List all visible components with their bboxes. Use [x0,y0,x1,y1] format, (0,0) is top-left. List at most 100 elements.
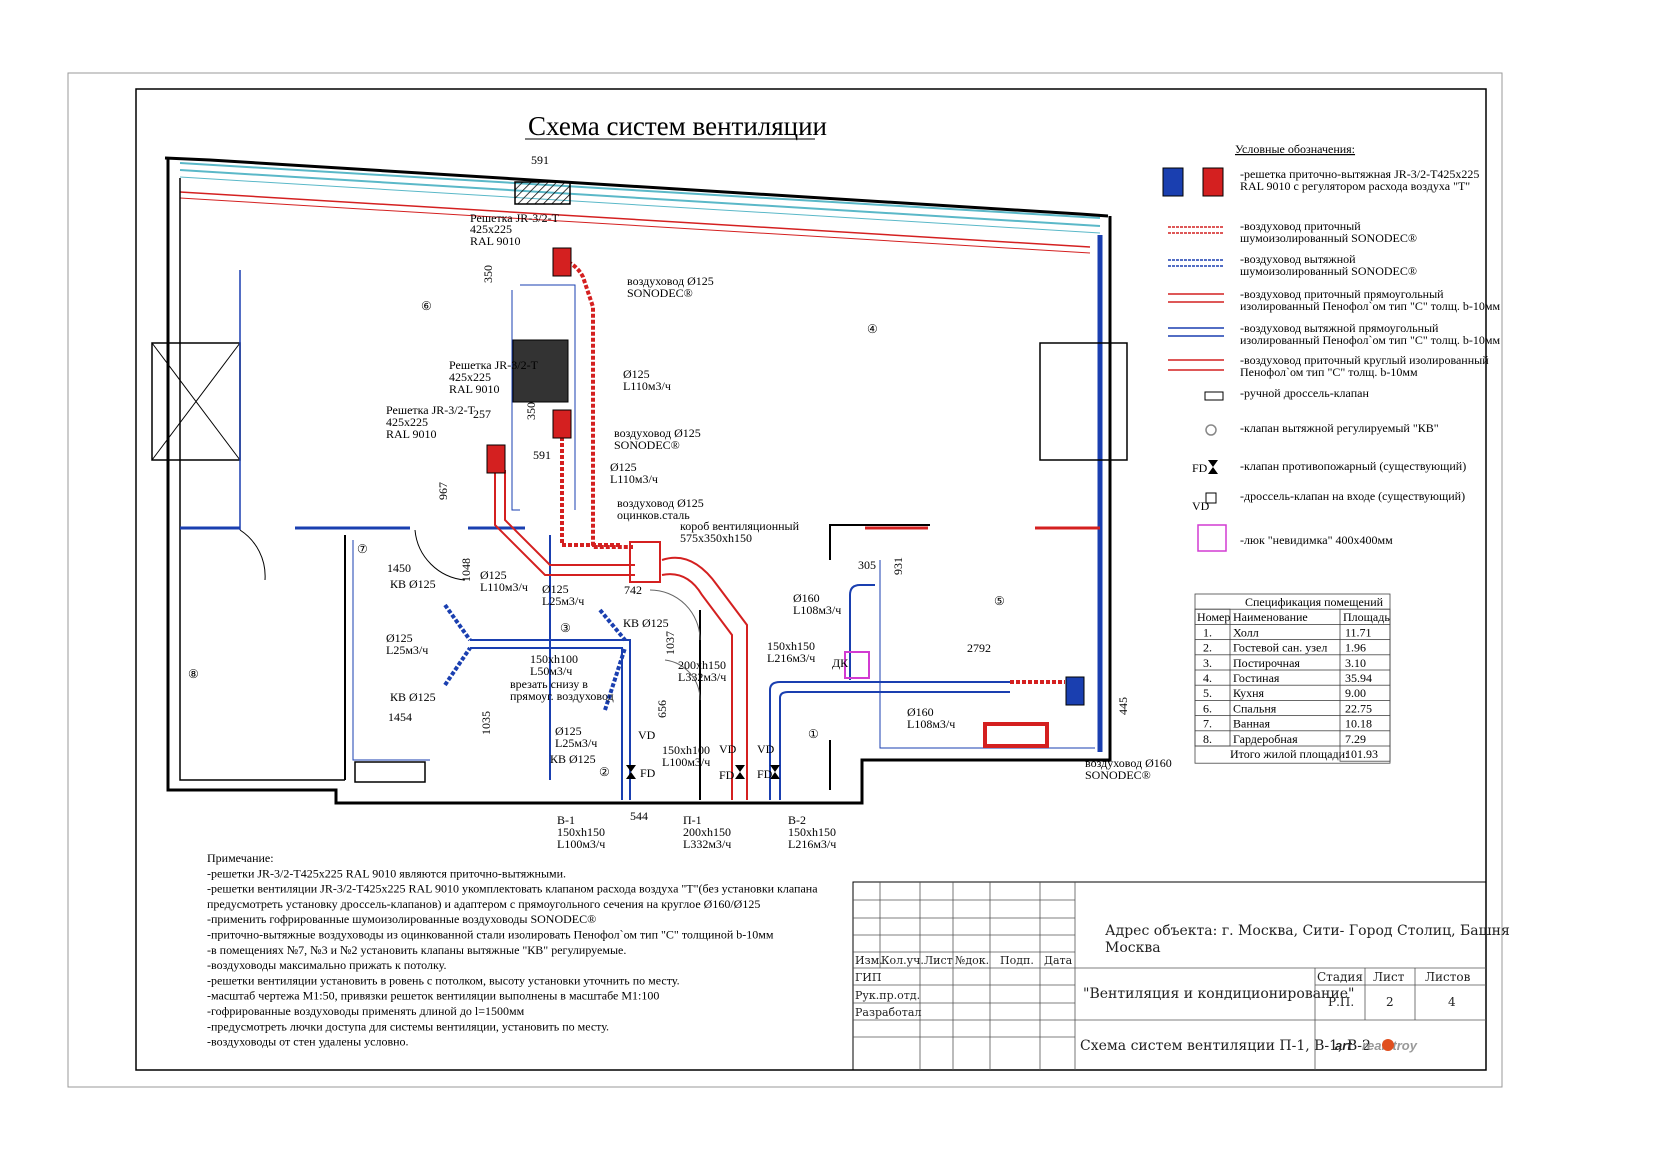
drawing-label: Ø125 [386,631,413,645]
drawing-label: 257 [473,407,491,421]
drawing-label: воздуховод Ø160 [1085,756,1172,770]
legend-item-text: -воздуховод приточный [1240,219,1361,233]
drawing-label: L332м3/ч [678,670,726,684]
tb-col-sign: Подп. [1000,954,1034,967]
drawing-label: Ø125 [610,460,637,474]
spec-cell: Ванная [1233,717,1271,731]
tb-address-1: Адрес объекта: г. Москва, Сити- Город Ст… [1105,923,1510,939]
spec-cell: Спальня [1233,701,1277,715]
drawing-label: Ø125 [555,724,582,738]
tb-col-doc: №док. [955,954,989,967]
drawing-label: FD [719,768,735,782]
drawing-label: L108м3/ч [907,717,955,731]
spec-cell: 2. [1203,641,1212,655]
drawing-label: VD [719,742,737,756]
drawing-label: VD [638,728,656,742]
drawing-label: 150xh150 [557,825,605,839]
legend-item-text: -клапан противопожарный (существующий) [1240,459,1466,473]
spec-cell: 10.18 [1345,717,1372,731]
drawing-label: 425x225 [470,222,512,236]
tb-role-head: Рук.пр.отд. [855,989,920,1002]
spec-cell: 22.75 [1345,701,1372,715]
fire-dampers [626,765,780,779]
notes: Примечание:-решетки JR-3/2-T425x225 RAL … [207,851,818,1049]
tb-col-list: Лист [924,954,953,967]
legend-vd-symbol: VD [1192,499,1210,513]
tb-sheet: 2 [1386,995,1394,1009]
legend-item-text: изолированный Пенофол`ом тип "C" толщ. b… [1240,333,1501,347]
drawing-label: КВ Ø125 [623,616,669,630]
drawing-label: 1454 [388,710,412,724]
floor-plan [151,156,1128,805]
spec-cell: 4. [1203,671,1212,685]
legend-item-text: -клапан вытяжной регулируемый "КВ" [1240,421,1439,435]
drawing-label: В-1 [557,813,575,827]
note-line: -в помещениях №7, №3 и №2 установить кла… [207,943,626,957]
legend-item-text: шумоизолированный SONODEC® [1240,231,1417,245]
drawing-label: ⑧ [188,667,199,681]
spec-cell: 7. [1203,717,1212,731]
drawing-label: 2792 [967,641,991,655]
drawing-label: 150xh150 [767,639,815,653]
spec-header: Площадь [1343,610,1390,624]
drawing-label: L25м3/ч [542,594,584,608]
drawing-label: 200xh150 [678,658,726,672]
tb-drawing-name: Схема систем вентиляции П-1, В-1, В-2 [1080,1038,1371,1054]
drawing-label: Ø125 [542,582,569,596]
drawing-label: 967 [436,482,450,500]
drawing-label: Ø160 [793,591,820,605]
tb-sheets: 4 [1448,995,1456,1009]
spec-cell: Холл [1233,625,1259,639]
drawing-label: прямоуг. воздуховод [510,689,614,703]
drawing-label: 591 [533,448,551,462]
drawing-label: L216м3/ч [788,837,836,851]
legend-item-text: -ручной дроссель-клапан [1240,386,1369,400]
drawing-label: FD [640,766,656,780]
spec-cell: 3.10 [1345,656,1366,670]
drawing-label: SONODEC® [627,286,693,300]
drawing-label: КВ Ø125 [390,577,436,591]
drawing-label: воздуховод Ø125 [627,274,714,288]
spec-cell: 35.94 [1345,671,1372,685]
drawing-label: VD [757,742,775,756]
drawing-label: SONODEC® [614,438,680,452]
drawing-label: ④ [867,322,878,336]
tb-role-gip: ГИП [855,971,881,984]
drawing-label: 575x350xh150 [680,531,752,545]
drawing-label: 350 [481,265,495,283]
spec-cell: Постирочная [1233,656,1300,670]
drawing-label: В-2 [788,813,806,827]
spec-total-value: 101.93 [1345,747,1378,761]
notes-heading: Примечание: [207,851,274,865]
drawing-label: L100м3/ч [557,837,605,851]
drawing-label: ДК [832,656,849,670]
drawing-label: SONODEC® [1085,768,1151,782]
svg-text:art: art [1335,1038,1352,1053]
drawing-label: Ø160 [907,705,934,719]
drawing-label: 200xh150 [683,825,731,839]
drawing-label: 150xh100 [530,652,578,666]
drawing-label: Ø125 [480,568,507,582]
spec-cell: 8. [1203,732,1212,746]
spec-header: Номер [1197,610,1230,624]
drawing-label: Решетка JR-3/2-T [386,403,476,417]
tb-col-kol: Кол.уч. [881,954,924,967]
drawing-label: L100м3/ч [662,755,710,769]
drawing-label: 1048 [459,558,473,582]
company-logo: art realstroy [1335,1038,1418,1053]
legend-item-text: изолированный Пенофол`ом тип "C" толщ. b… [1240,299,1501,313]
tb-col-izm: Изм. [855,954,883,967]
spec-cell: 11.71 [1345,625,1372,639]
legend-item-text: Пенофол`ом тип "C" толщ. b-10мм [1240,365,1418,379]
legend-item-text: -воздуховод приточный круглый изолирован… [1240,353,1489,367]
legend-heading: Условные обозначения: [1235,142,1355,156]
outer-frame [67,72,1503,1088]
spec-cell: 1. [1203,625,1212,639]
drawing-label: Решетка JR-3/2-T [449,358,539,372]
drawing-label: 150xh100 [662,743,710,757]
drawing-label: 1035 [479,711,493,735]
spec-cell: 7.29 [1345,732,1366,746]
drawing-label: ① [808,727,819,741]
